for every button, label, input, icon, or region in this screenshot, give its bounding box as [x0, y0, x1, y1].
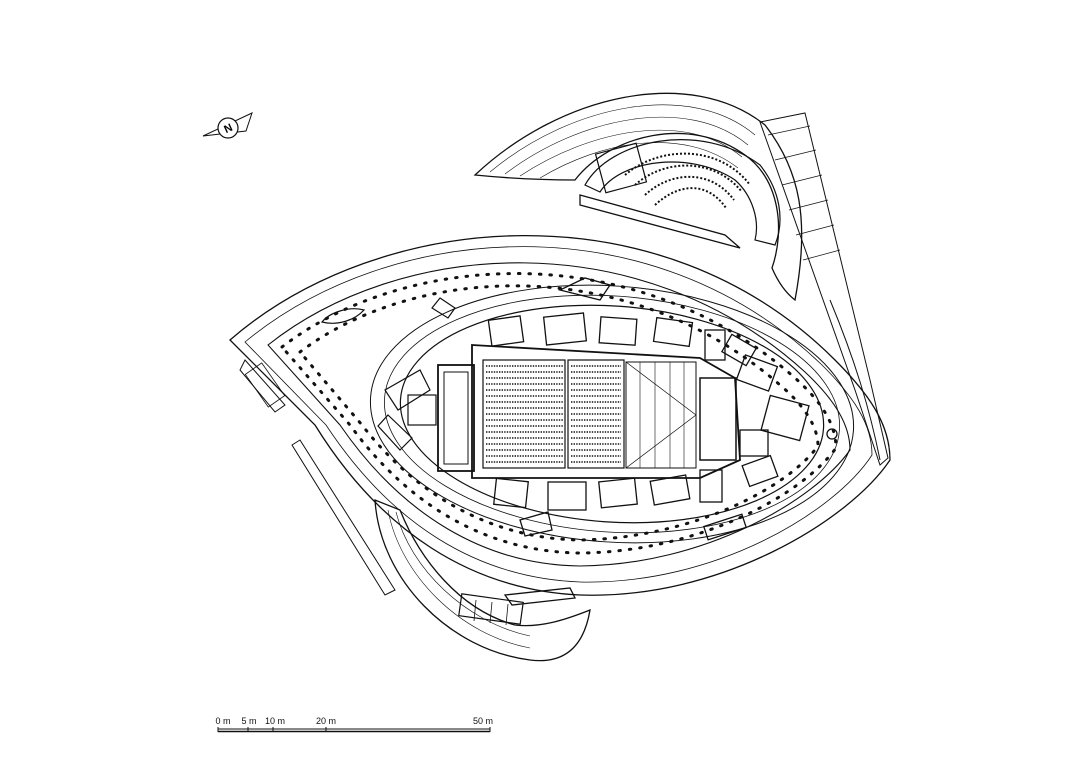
main-building-shell [229, 235, 891, 596]
lower-shell [374, 499, 591, 662]
north-arrow-icon: N [202, 112, 253, 139]
left-lens-element [320, 308, 366, 324]
foyer-rings [369, 284, 855, 544]
scale-label-5: 5 m [241, 716, 257, 726]
auditorium-seating [486, 365, 621, 463]
scale-label-0: 0 m [215, 716, 231, 726]
main-auditorium [471, 344, 741, 479]
scale-label-10: 10 m [264, 716, 286, 726]
scale-label-20: 20 m [315, 716, 337, 726]
scale-label-50: 50 m [472, 716, 494, 726]
right-ramp [759, 112, 889, 466]
left-entrance-block [239, 359, 396, 596]
scale-bar [217, 727, 491, 733]
bottom-rooms [493, 469, 748, 541]
stage-house [407, 364, 475, 472]
upper-shell [473, 92, 803, 302]
top-rooms [487, 277, 758, 367]
left-stairs [377, 297, 456, 451]
backstage-rooms [735, 354, 838, 488]
